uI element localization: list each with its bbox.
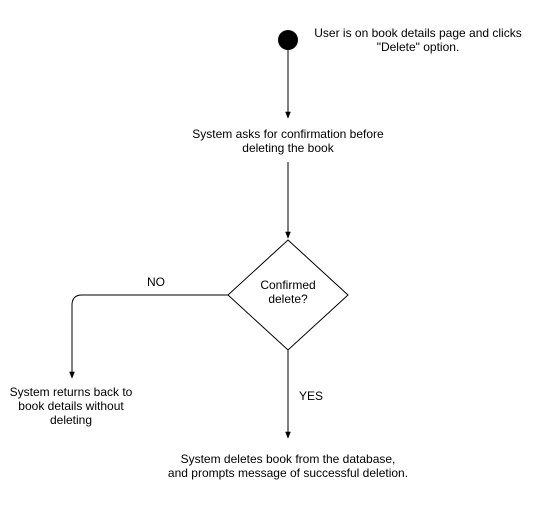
start-note-line-2: "Delete" option.	[376, 40, 460, 54]
yes-label: YES	[298, 389, 323, 403]
confirm-step-line-2: deleting the book	[242, 141, 334, 155]
arrow-no-branch	[69, 294, 228, 379]
no-outcome-line-1: System returns back to	[9, 385, 133, 399]
confirm-step-line-1: System asks for confirmation before	[192, 127, 384, 141]
start-note-line-1: User is on book details page and clicks	[314, 26, 522, 40]
decision-line-1: Confirmed	[260, 278, 316, 292]
start-node	[278, 30, 298, 50]
decision-line-2: delete?	[268, 292, 308, 306]
no-outcome-line-3: deleting	[49, 413, 93, 427]
yes-outcome-line-2: and prompts message of successful deleti…	[167, 466, 409, 480]
decision-label: Confirmed delete?	[238, 278, 338, 306]
no-outcome-line-2: book details without	[18, 399, 124, 413]
yes-outcome-line-1: System deletes book from the database,	[180, 452, 396, 466]
yes-outcome-label: System deletes book from the database, a…	[138, 452, 438, 480]
confirm-step-label: System asks for confirmation before dele…	[168, 127, 408, 155]
no-outcome-label: System returns back to book details with…	[0, 385, 142, 427]
start-note: User is on book details page and clicks …	[300, 26, 536, 54]
no-label: NO	[147, 275, 165, 289]
